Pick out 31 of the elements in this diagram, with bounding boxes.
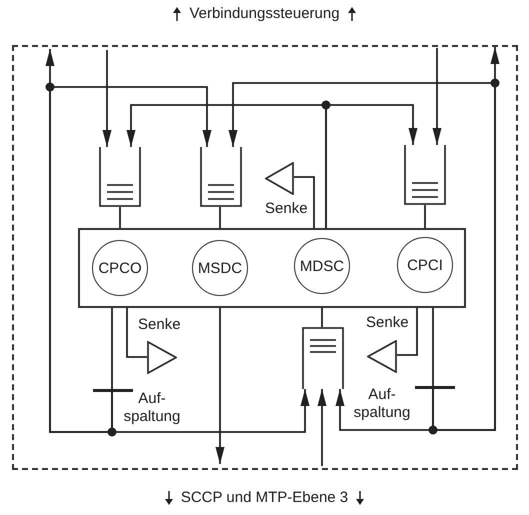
connector-line xyxy=(432,308,434,386)
process-circle: MSDC xyxy=(192,240,248,296)
connector-line xyxy=(111,308,113,389)
connector-arrow xyxy=(49,86,212,433)
connector-arrow xyxy=(432,48,442,145)
process-circle: MDSC xyxy=(294,238,350,294)
connector-arrow xyxy=(318,389,326,466)
sink-label: Senke xyxy=(265,200,309,218)
connector-arrow xyxy=(325,104,418,228)
connector-line xyxy=(294,176,315,228)
connector-line xyxy=(219,207,221,228)
split-label: Auf- spaltung xyxy=(122,390,182,426)
process-circle: CPCO xyxy=(92,240,148,296)
process-circle: CPCI xyxy=(397,237,453,293)
connector-line xyxy=(424,205,426,228)
connector-arrow xyxy=(228,82,496,431)
split-label: Auf- spaltung xyxy=(352,386,412,422)
connector-line xyxy=(321,308,323,327)
sink-label: Senke xyxy=(138,316,182,334)
connector-arrow xyxy=(102,50,112,147)
connector-arrow xyxy=(336,389,434,431)
boundary-frame xyxy=(12,45,518,470)
sink-label: Senke xyxy=(366,314,410,332)
connector-line xyxy=(397,308,418,356)
connector-line xyxy=(119,207,121,228)
layer-label: SCCP und MTP-Ebene 3 xyxy=(180,489,348,506)
layer-label: Verbindungssteuerung xyxy=(189,5,340,22)
process-block xyxy=(78,228,466,308)
connector-arrow xyxy=(216,308,224,464)
connector-arrow xyxy=(111,389,310,433)
connector-line xyxy=(126,308,147,358)
